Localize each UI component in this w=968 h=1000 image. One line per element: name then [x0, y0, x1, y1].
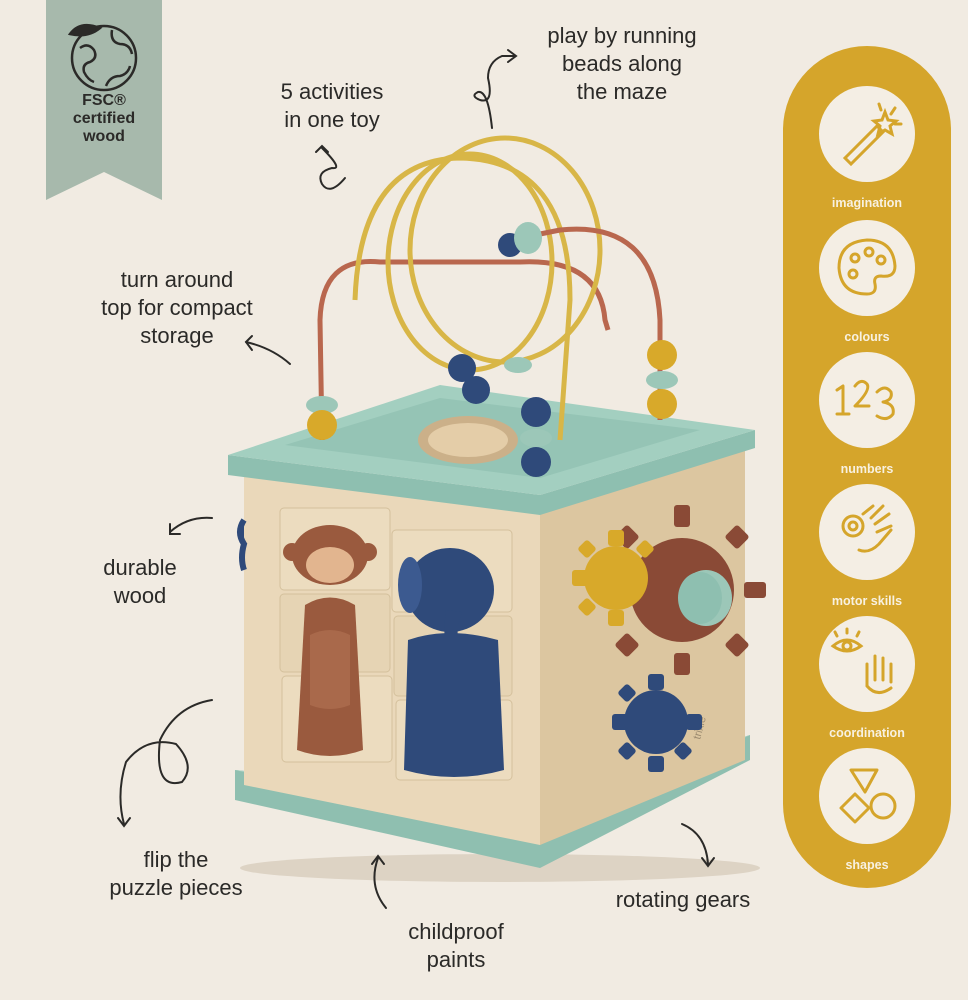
callout-activities-line-2: in one toy	[284, 107, 380, 132]
gear-yellow[interactable]	[572, 530, 655, 626]
eye-hand-icon	[830, 627, 893, 694]
skill-numbers: numbers	[819, 352, 915, 476]
turn-arrow	[245, 341, 291, 365]
cube-shadow	[240, 854, 760, 882]
gear-blue[interactable]	[612, 674, 702, 772]
callout-turn-line-3: storage	[140, 323, 214, 348]
skill-imagination: imagination	[819, 86, 915, 210]
fsc-line-2: certified	[72, 110, 136, 127]
magic-wand-icon	[842, 102, 903, 167]
callout-turn-line-1: turn around	[120, 267, 234, 292]
paint-palette-icon	[837, 238, 897, 296]
fsc-line-3: wood	[83, 128, 125, 145]
callout-activities: 5 activities in one toy	[268, 78, 396, 134]
side-gear-edge	[237, 518, 248, 571]
monkey-illustration	[283, 525, 377, 756]
callout-durable-wood: durable wood	[90, 554, 190, 610]
gears-arrow	[681, 823, 709, 865]
fsc-tag-shape	[46, 0, 162, 200]
hand-grab-icon	[841, 504, 893, 553]
durable-arrow	[169, 516, 213, 533]
skill-coordination: coordination	[819, 616, 915, 740]
beads-arrow	[473, 55, 515, 129]
callout-gears-line-1: rotating gears	[615, 887, 751, 912]
elephant-illustration	[398, 548, 504, 777]
callout-flip-line-1: flip the	[143, 847, 209, 872]
callout-flip-line-2: puzzle pieces	[109, 875, 243, 900]
callout-compact-storage: turn around top for compact storage	[82, 266, 272, 350]
skill-coordination-label: coordination	[829, 726, 905, 740]
skill-shapes-label: shapes	[845, 858, 889, 872]
skill-motor-skills-label: motor skills	[831, 594, 903, 608]
rotating-gears[interactable]	[237, 505, 766, 772]
skill-shapes: shapes	[819, 748, 915, 872]
numbers-123-icon	[835, 379, 895, 421]
fsc-line-1: FSC®	[82, 92, 126, 109]
skill-motor-skills: motor skills	[819, 484, 915, 608]
puzzle-blocks[interactable]	[279, 507, 513, 781]
callout-turn-line-2: top for compact	[101, 295, 253, 320]
callout-beads-line-2: beads along	[562, 51, 682, 76]
globe-leaf-icon	[67, 23, 138, 92]
callout-puzzle: flip the puzzle pieces	[96, 846, 256, 902]
callout-childproof-line-1: childproof	[408, 919, 504, 944]
bead-maze[interactable]	[317, 135, 663, 441]
callout-childproof-paints: childproof paints	[392, 918, 520, 974]
callout-activities-line-1: 5 activities	[280, 79, 384, 104]
fsc-badge: FSC® certified wood	[46, 0, 162, 200]
callout-beads-line-3: the maze	[576, 79, 668, 104]
skill-imagination-label: imagination	[831, 196, 903, 210]
callout-durable-line-1: durable	[103, 555, 177, 580]
callout-beads-line-1: play by running	[547, 23, 697, 48]
gear-brown[interactable]	[598, 505, 766, 675]
skill-numbers-label: numbers	[840, 462, 894, 476]
callout-childproof-line-2: paints	[426, 947, 486, 972]
maze-beads[interactable]	[306, 222, 678, 477]
activities-arrow	[319, 147, 346, 190]
childproof-arrow	[373, 857, 387, 909]
shapes-icon	[839, 768, 897, 824]
callout-rotating-gears: rotating gears	[604, 886, 762, 914]
skills-sidebar: imagination colours	[783, 46, 951, 888]
skill-colours: colours	[819, 220, 915, 344]
flip-arrow	[119, 699, 213, 825]
callout-bead-maze: play by running beads along the maze	[536, 22, 708, 106]
callout-durable-line-2: wood	[113, 583, 167, 608]
skill-colours-label: colours	[844, 330, 890, 344]
